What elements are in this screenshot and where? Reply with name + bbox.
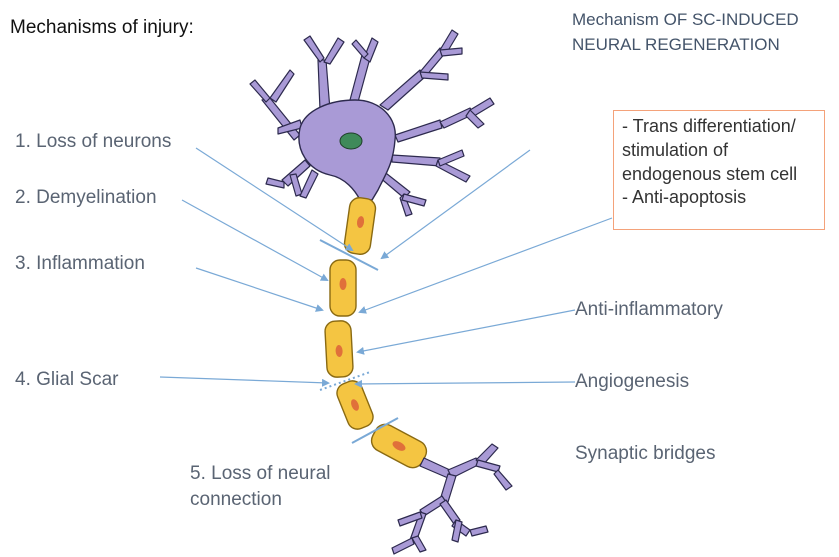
box-line4: - Anti-apoptosis xyxy=(622,186,816,210)
arrow xyxy=(356,382,575,384)
injury-demyelination: 2. Demyelination xyxy=(15,186,157,210)
arrow xyxy=(182,200,327,280)
box-line3: endogenous stem cell xyxy=(622,163,816,187)
injury-arrows xyxy=(160,148,352,383)
cell-body xyxy=(299,100,395,200)
injury-loss-of-neural-connection-line2: connection xyxy=(190,488,282,512)
arrow xyxy=(358,310,575,352)
injury-inflammation: 3. Inflammation xyxy=(15,252,145,276)
regeneration-title-line2: NEURAL REGENERATION xyxy=(572,33,799,58)
myelin-segment xyxy=(325,320,354,377)
mechanism-angiogenesis: Angiogenesis xyxy=(575,370,689,394)
mechanism-anti-inflammatory: Anti-inflammatory xyxy=(575,298,723,322)
injury-mechanisms-title: Mechanisms of injury: xyxy=(10,16,194,40)
regeneration-title-line1: Mechanism OF SC-INDUCED xyxy=(572,8,799,33)
box-line2: stimulation of xyxy=(622,139,816,163)
regeneration-title: Mechanism OF SC-INDUCED NEURAL REGENERAT… xyxy=(572,8,799,57)
arrow xyxy=(160,377,328,383)
myelin-segment xyxy=(330,260,356,316)
myelin-segment xyxy=(343,196,377,255)
mechanism-synaptic-bridges: Synaptic bridges xyxy=(575,442,715,466)
box-line1: - Trans differentiation/ xyxy=(622,115,816,139)
injury-loss-of-neural-connection: 5. Loss of neural xyxy=(190,462,330,486)
injury-loss-of-neurons: 1. Loss of neurons xyxy=(15,130,171,154)
injury-glial-scar: 4. Glial Scar xyxy=(15,368,118,392)
myelin-segment xyxy=(334,378,376,432)
arrow xyxy=(196,268,322,310)
stem-cell-mechanism-box: - Trans differentiation/ stimulation of … xyxy=(613,110,825,230)
nucleus xyxy=(340,133,362,149)
